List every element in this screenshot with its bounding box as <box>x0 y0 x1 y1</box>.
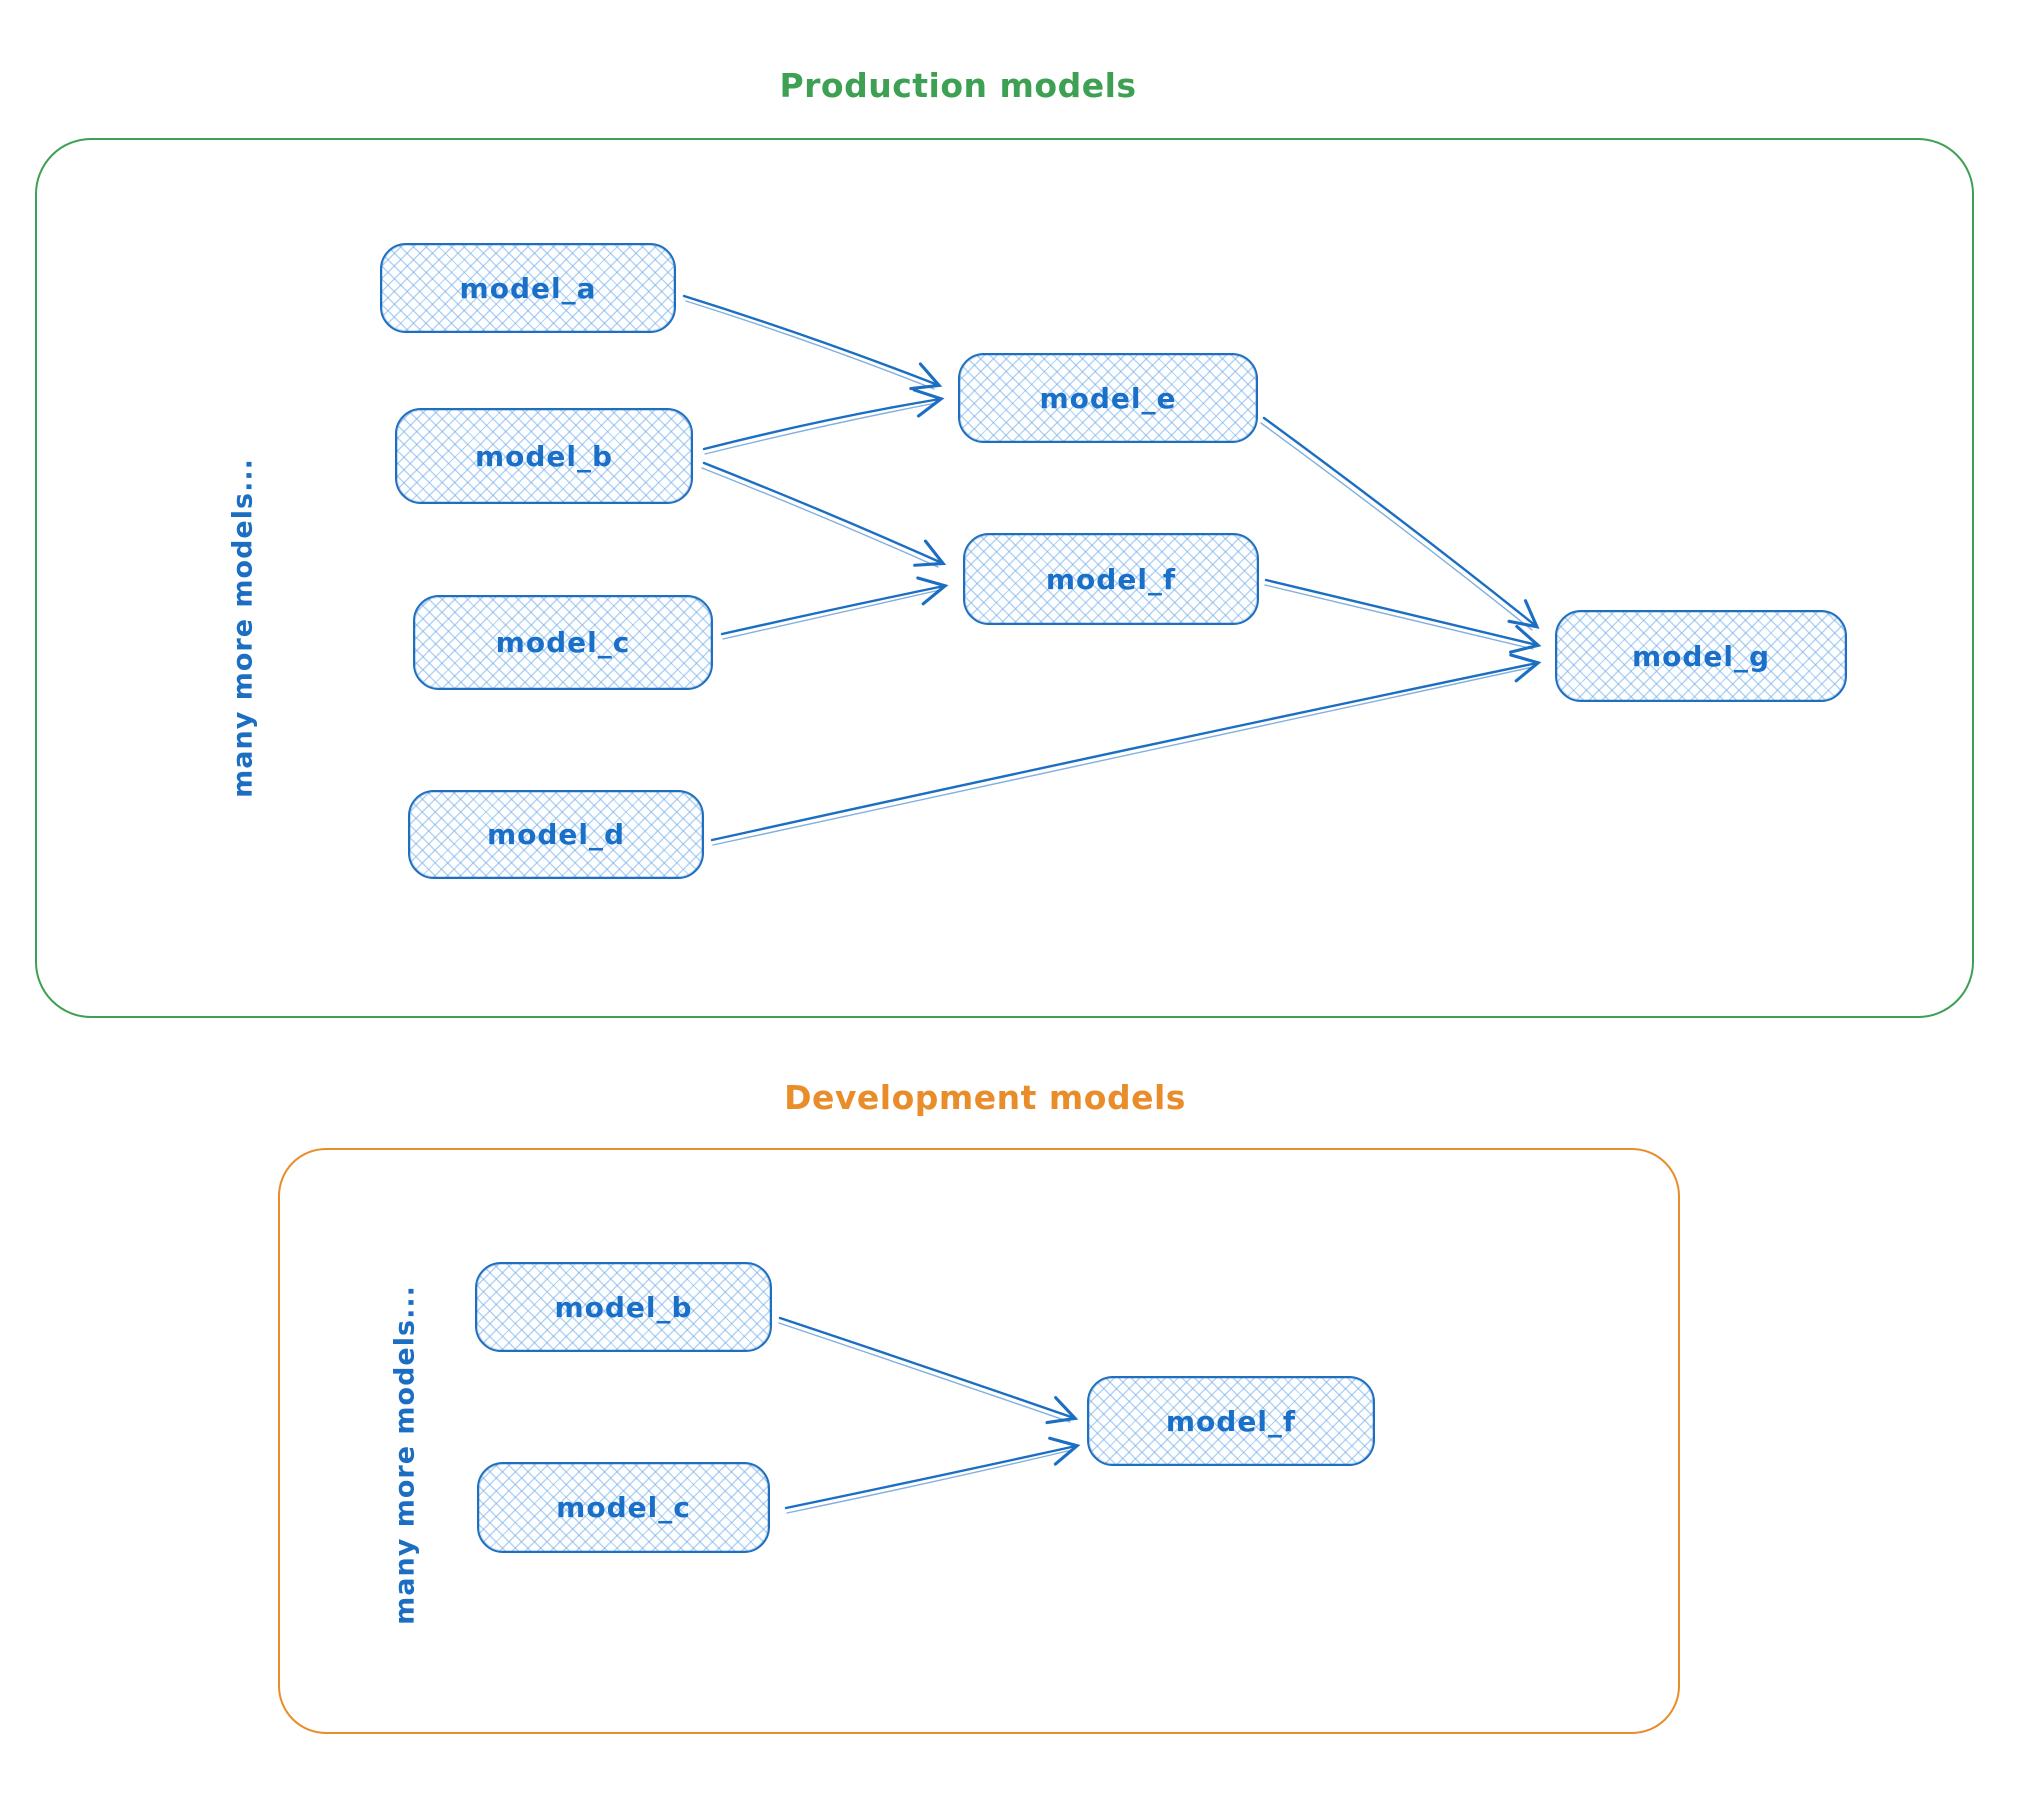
node-model_g-label: model_g <box>1631 639 1771 673</box>
node-dev-model_f-label: model_f <box>1165 1404 1297 1438</box>
development-section-title[interactable]: Development models <box>784 1078 1186 1117</box>
node-model_b-label: model_b <box>474 439 614 473</box>
development-side-label[interactable]: many more models... <box>389 1285 421 1625</box>
node-dev-model_c[interactable]: model_c <box>477 1462 770 1553</box>
production-section-title[interactable]: Production models <box>779 66 1137 105</box>
node-model_a[interactable]: model_a <box>380 243 676 333</box>
node-model_a-label: model_a <box>459 271 597 305</box>
node-model_e-label: model_e <box>1039 381 1177 415</box>
production-section-frame[interactable] <box>35 138 1974 1018</box>
node-model_f-label: model_f <box>1045 562 1177 596</box>
node-model_d[interactable]: model_d <box>408 790 704 879</box>
node-model_b[interactable]: model_b <box>395 408 693 504</box>
node-dev-model_b-label: model_b <box>554 1290 693 1324</box>
node-model_e[interactable]: model_e <box>958 353 1258 443</box>
node-model_d-label: model_d <box>486 818 626 851</box>
node-model_f[interactable]: model_f <box>963 533 1259 625</box>
node-model_g[interactable]: model_g <box>1555 610 1847 702</box>
node-model_c-label: model_c <box>495 626 631 659</box>
node-dev-model_c-label: model_c <box>556 1491 691 1524</box>
development-section-frame[interactable] <box>278 1148 1680 1734</box>
node-model_c[interactable]: model_c <box>413 595 713 690</box>
production-side-label[interactable]: many more models... <box>227 458 259 798</box>
node-dev-model_f[interactable]: model_f <box>1087 1376 1375 1466</box>
node-dev-model_b[interactable]: model_b <box>475 1262 772 1352</box>
